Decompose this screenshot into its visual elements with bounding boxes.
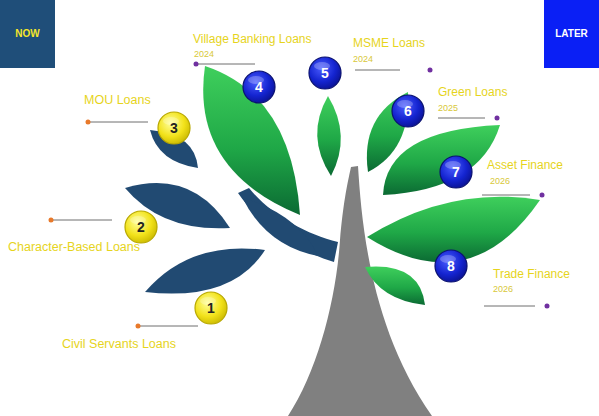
leader-line bbox=[197, 64, 255, 65]
leader-dot bbox=[86, 120, 91, 125]
callout-number: 4 bbox=[242, 70, 276, 104]
leaf bbox=[365, 266, 425, 305]
callout-number-text: 1 bbox=[207, 301, 215, 315]
loan-label: MOU Loans bbox=[84, 94, 151, 108]
callout-circle-shape bbox=[435, 250, 467, 282]
callout-number-text: 5 bbox=[321, 66, 329, 80]
callout-number: 1 bbox=[194, 291, 228, 325]
timeline-marker: LATER bbox=[544, 0, 599, 68]
leader-dot bbox=[495, 116, 500, 121]
callout-number-text: 3 bbox=[170, 121, 178, 135]
loan-label: Character-Based Loans bbox=[8, 241, 140, 255]
callout-number: 5 bbox=[308, 56, 342, 90]
leader-dot bbox=[49, 218, 54, 223]
leaf bbox=[383, 125, 500, 195]
year-label: 2024 bbox=[353, 55, 373, 65]
callout-number: 2 bbox=[124, 210, 158, 244]
callout-number-text: 8 bbox=[447, 259, 455, 273]
leader-line bbox=[482, 195, 530, 196]
leader-line bbox=[89, 122, 148, 123]
year-label: 2025 bbox=[438, 104, 458, 114]
loan-label: Asset Finance bbox=[487, 159, 563, 172]
callout-circle-shape bbox=[125, 211, 157, 243]
year-label: 2024 bbox=[194, 50, 214, 60]
callout-circle-shape bbox=[158, 112, 190, 144]
callout-circle-shape bbox=[440, 156, 472, 188]
callout-number-text: 2 bbox=[137, 220, 145, 234]
callout-number-text: 7 bbox=[452, 165, 460, 179]
leader-dot bbox=[428, 68, 433, 73]
year-label: 2026 bbox=[490, 177, 510, 187]
loan-label: Trade Finance bbox=[493, 268, 570, 281]
leader-line bbox=[355, 70, 400, 71]
leader-dot bbox=[194, 62, 199, 67]
leaf bbox=[242, 197, 318, 256]
leader-dot bbox=[540, 193, 545, 198]
loan-label: Civil Servants Loans bbox=[62, 338, 176, 352]
tree-trunk bbox=[288, 166, 432, 416]
leader-line bbox=[139, 326, 198, 327]
leader-line bbox=[438, 118, 485, 119]
loan-label: Village Banking Loans bbox=[193, 33, 312, 46]
leader-lines bbox=[52, 64, 535, 326]
callout-number: 8 bbox=[434, 249, 468, 283]
leader-dots bbox=[49, 62, 550, 329]
leaf bbox=[317, 96, 341, 176]
timeline-marker: NOW bbox=[0, 0, 55, 68]
leader-line bbox=[484, 306, 535, 307]
marker-text: NOW bbox=[15, 29, 39, 39]
leader-dot bbox=[136, 324, 141, 329]
callout-number: 7 bbox=[439, 155, 473, 189]
callout-number: 6 bbox=[391, 94, 425, 128]
callout-circle-shape bbox=[392, 95, 424, 127]
callout-number-text: 6 bbox=[404, 104, 412, 118]
leader-line bbox=[52, 220, 112, 221]
callout-circle-shape bbox=[243, 71, 275, 103]
loan-label: MSME Loans bbox=[353, 37, 425, 50]
callout-number: 3 bbox=[157, 111, 191, 145]
callout-circle-shape bbox=[195, 292, 227, 324]
leaf bbox=[145, 248, 265, 293]
leaf bbox=[203, 66, 300, 215]
callout-circle-shape bbox=[309, 57, 341, 89]
leader-dot bbox=[545, 304, 550, 309]
callout-number-text: 4 bbox=[255, 80, 263, 94]
loan-label: Green Loans bbox=[438, 86, 507, 99]
year-label: 2026 bbox=[493, 285, 513, 295]
marker-text: LATER bbox=[555, 29, 588, 39]
